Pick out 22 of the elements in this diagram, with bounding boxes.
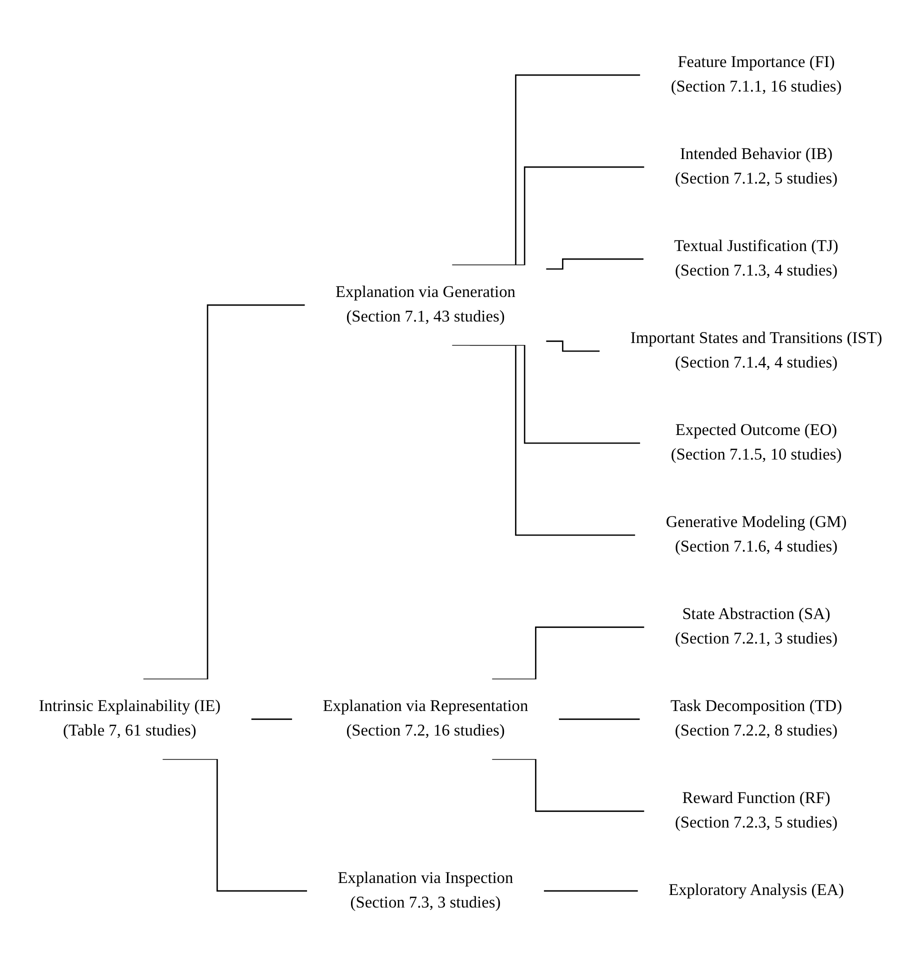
- node-text: Reward Function (RF) (Section 7.2.3, 5 studies): [674, 790, 838, 832]
- connector: [558, 718, 640, 720]
- connector: [452, 344, 636, 536]
- node-text: Generative Modeling (GM) (Section 7.1.6, 4 studies): [666, 514, 847, 556]
- connector: [452, 74, 640, 266]
- node-text: Important States and Transitions (IST) (Section 7.1.4, 4 studies): [630, 330, 882, 372]
- connector: [143, 304, 305, 680]
- node-text: State Abstraction (SA) (Section 7.2.1, 3 studies): [674, 606, 838, 648]
- node-text: Task Decomposition (TD) (Section 7.2.2, 8 studies): [670, 698, 842, 740]
- connector: [546, 340, 600, 352]
- node-text: Explanation via Inspection (Section 7.3, 3 studies): [338, 869, 514, 912]
- node-text: Exploratory Analysis (EA): [668, 882, 844, 900]
- connector: [251, 718, 292, 720]
- connector: [544, 890, 638, 892]
- node-text: Intended Behavior (IB) (Section 7.1.2, 5 studies): [674, 146, 838, 188]
- node-text: Feature Importance (FI) (Section 7.1.1, 16 studies): [670, 54, 842, 96]
- connector: [546, 258, 644, 270]
- node-text: Textual Justification (TJ) (Section 7.1.3, 4 studies): [674, 238, 838, 280]
- connector: [492, 626, 644, 680]
- connector: [492, 758, 644, 812]
- node-text: Expected Outcome (EO) (Section 7.1.5, 10 studies): [670, 422, 842, 464]
- connector: [162, 758, 308, 892]
